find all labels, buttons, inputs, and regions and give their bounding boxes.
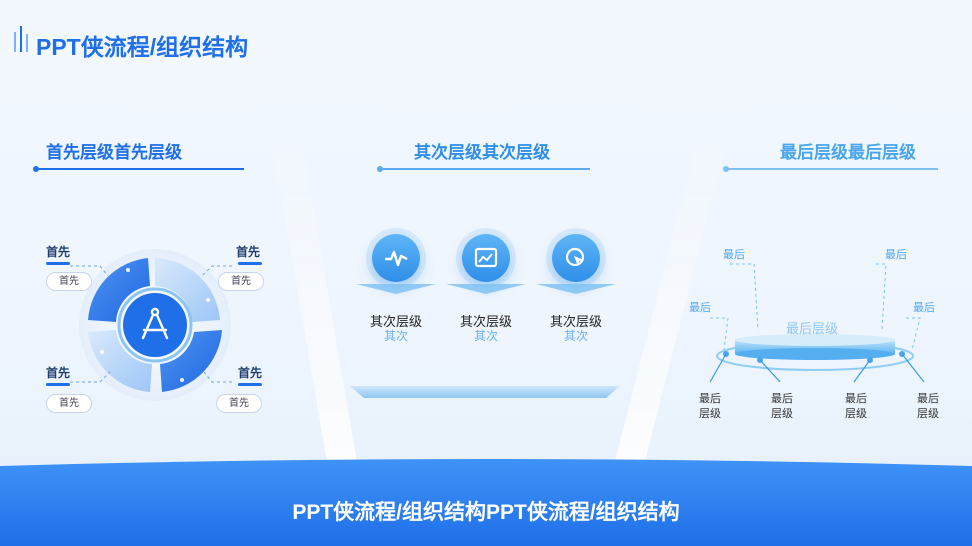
cycle-connectors: [70, 265, 232, 383]
platform-label-4: 最后: [913, 302, 935, 314]
footer-band: [0, 459, 972, 546]
cycle-bar-top-left: [46, 262, 70, 265]
middle-platform: [350, 386, 620, 398]
platform-diagram: [709, 263, 925, 383]
cycle-diagram: [79, 249, 231, 401]
page-title: PPT侠流程/组织结构: [36, 34, 249, 60]
section-title-second: 其次层级其次层级: [414, 143, 550, 162]
cycle-label-bottom-left: 首先: [46, 366, 71, 380]
section-title-first: 首先层级首先层级: [46, 143, 182, 162]
logo-bars-icon: [14, 26, 28, 52]
cycle-bar-bottom-right: [238, 383, 262, 386]
cycle-pill-bottom-right: 首先: [216, 394, 262, 413]
item-sub-2: 其次: [473, 329, 498, 343]
cycle-pill-top-left: 首先: [46, 272, 92, 291]
bottom-item-3: 最后 层级: [845, 393, 867, 420]
bottom-item-4: 最后 层级: [917, 393, 939, 420]
item-sub-3: 其次: [563, 329, 588, 343]
cursor-icon: [552, 234, 600, 282]
platform-label-3: 最后: [689, 302, 711, 314]
chart-icon: [462, 234, 510, 282]
bottom-item-1: 最后 层级: [699, 393, 721, 420]
bottom-item-2: 最后 层级: [771, 393, 793, 420]
item-sub-1: 其次: [383, 329, 408, 343]
section-title-last: 最后层级最后层级: [780, 143, 916, 162]
footer-text: PPT侠流程/组织结构PPT侠流程/组织结构: [292, 501, 680, 524]
cycle-pill-bottom-left: 首先: [46, 394, 92, 413]
platform-center-label: 最后层级: [786, 321, 839, 336]
section-underline-last: [723, 166, 938, 172]
section-underline-first: [33, 166, 244, 172]
cycle-label-top-left: 首先: [46, 245, 71, 259]
compass-icon: [141, 307, 169, 340]
platform-label-2: 最后: [885, 249, 907, 261]
cycle-label-top-right: 首先: [236, 245, 261, 259]
cycle-label-bottom-right: 首先: [238, 366, 263, 380]
cycle-bar-top-right: [238, 262, 262, 265]
pulse-icon: [372, 234, 420, 282]
item-label-2: 其次层级: [459, 314, 512, 329]
item-label-1: 其次层级: [369, 314, 422, 329]
section-underline-second: [377, 166, 590, 172]
cycle-bar-bottom-left: [46, 383, 70, 386]
cycle-pill-top-right: 首先: [218, 272, 264, 291]
chevron-row: [356, 284, 616, 294]
item-label-3: 其次层级: [549, 314, 602, 329]
platform-label-1: 最后: [723, 249, 745, 261]
